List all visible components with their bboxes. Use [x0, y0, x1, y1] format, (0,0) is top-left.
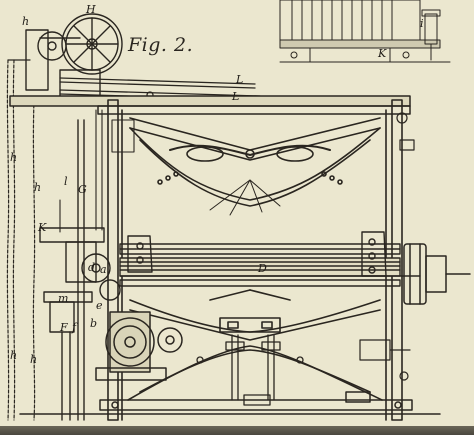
- base-rail: [19, 391, 441, 415]
- label-h-top: h: [22, 15, 30, 28]
- label-h-3: h: [10, 349, 18, 362]
- roller-brackets: [127, 231, 387, 277]
- label-d: d: [88, 261, 96, 274]
- label-K-top: K: [378, 47, 387, 60]
- label-l: l: [64, 175, 68, 188]
- label-m: m: [58, 292, 69, 305]
- label-h-1: h: [10, 151, 18, 164]
- lower-gear-assembly: [95, 311, 183, 381]
- label-H: H: [86, 3, 96, 16]
- label-b: b: [90, 317, 98, 330]
- right-side-parts: [359, 112, 415, 381]
- right-pulley: [403, 243, 471, 305]
- drive-chain: [6, 59, 36, 421]
- top-gear-wheel: [25, 13, 123, 99]
- center-lines: [209, 179, 281, 216]
- label-h-4: h: [30, 353, 38, 366]
- label-e: e: [96, 299, 103, 312]
- label-i: i: [420, 17, 424, 30]
- label-L2: L: [232, 90, 240, 103]
- adjoining-figure-fragment: [279, 0, 451, 63]
- label-h-2: h: [34, 181, 42, 194]
- scan-bottom-edge: [0, 426, 474, 435]
- label-a: a: [100, 263, 107, 276]
- top-beam: [9, 95, 411, 115]
- long-roller: [119, 243, 421, 287]
- figure-title: Fig. 2.: [128, 34, 194, 56]
- label-L1: L: [236, 73, 244, 86]
- label-G: G: [78, 183, 87, 196]
- vertical-rods: [59, 109, 135, 233]
- label-K: K: [38, 221, 47, 234]
- label-F: F: [60, 321, 68, 334]
- label-f: f: [72, 321, 77, 334]
- lower-cross-brace: [127, 289, 383, 401]
- upper-cross-brace: [129, 117, 381, 207]
- label-D: D: [258, 262, 267, 275]
- left-mechanism: [39, 119, 121, 421]
